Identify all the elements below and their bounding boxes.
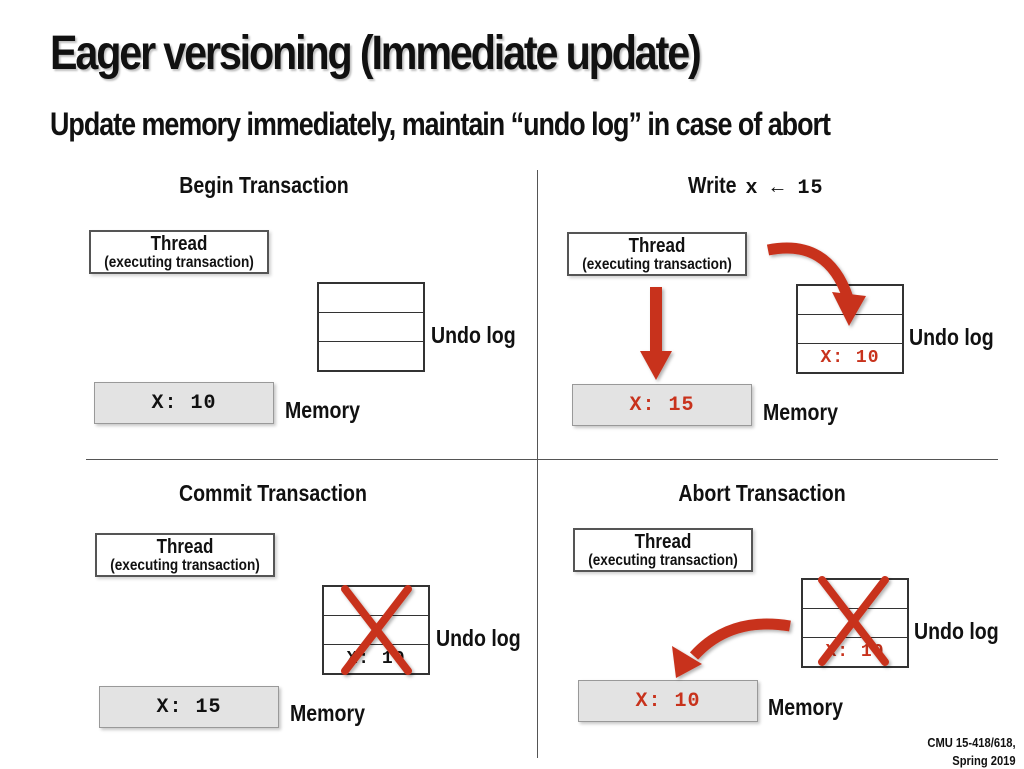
- write-memory-cell: X: 15: [572, 384, 752, 426]
- write-memory-label: Memory: [763, 399, 838, 425]
- write-title-code: x ← 15: [745, 177, 824, 200]
- abort-undo-log: X: 10: [801, 578, 909, 668]
- commit-undo-log: X: 10: [322, 585, 430, 675]
- commit-thread-box: Thread (executing transaction): [95, 533, 275, 577]
- footer: CMU 15-418/618, Spring 2019: [928, 734, 1016, 769]
- vertical-divider: [537, 170, 538, 758]
- write-thread-box: Thread (executing transaction): [567, 232, 747, 276]
- begin-undo-log: [317, 282, 425, 372]
- abort-thread-box: Thread (executing transaction): [573, 528, 753, 572]
- abort-memory-cell: X: 10: [578, 680, 758, 722]
- commit-undo-entry: X: 10: [346, 649, 406, 669]
- commit-memory-cell: X: 15: [99, 686, 279, 728]
- write-down-arrow-icon: [640, 287, 672, 380]
- begin-memory-cell: X: 10: [94, 382, 274, 424]
- thread-sublabel: (executing transaction): [588, 552, 738, 569]
- slide-subtitle: Update memory immediately, maintain “und…: [50, 106, 831, 142]
- begin-undo-log-label: Undo log: [431, 322, 516, 348]
- abort-curved-arrow-icon: [672, 618, 791, 678]
- begin-thread-box: Thread (executing transaction): [89, 230, 269, 274]
- commit-memory-label: Memory: [290, 700, 365, 726]
- thread-label: Thread: [150, 233, 208, 255]
- write-title: Write x ← 15: [688, 172, 824, 200]
- footer-course: CMU 15-418/618,: [927, 735, 1016, 750]
- abort-memory-label: Memory: [768, 694, 843, 720]
- thread-sublabel: (executing transaction): [582, 256, 732, 273]
- abort-undo-log-label: Undo log: [914, 618, 999, 644]
- write-undo-entry: X: 10: [820, 348, 880, 368]
- thread-label: Thread: [634, 531, 692, 553]
- thread-label: Thread: [156, 536, 214, 558]
- slide-title: Eager versioning (Immediate update): [50, 27, 702, 80]
- thread-label: Thread: [628, 235, 686, 257]
- abort-title: Abort Transaction: [678, 480, 846, 506]
- begin-memory-label: Memory: [285, 397, 360, 423]
- thread-sublabel: (executing transaction): [104, 254, 254, 271]
- write-undo-log-label: Undo log: [909, 324, 994, 350]
- thread-sublabel: (executing transaction): [110, 557, 260, 574]
- write-title-prefix: Write: [688, 172, 737, 198]
- commit-title: Commit Transaction: [179, 480, 367, 506]
- write-undo-log: X: 10: [796, 284, 904, 374]
- abort-undo-entry: X: 10: [825, 642, 885, 662]
- footer-term: Spring 2019: [952, 752, 1016, 768]
- horizontal-divider: [86, 459, 998, 460]
- begin-title: Begin Transaction: [179, 172, 349, 198]
- commit-undo-log-label: Undo log: [436, 625, 521, 651]
